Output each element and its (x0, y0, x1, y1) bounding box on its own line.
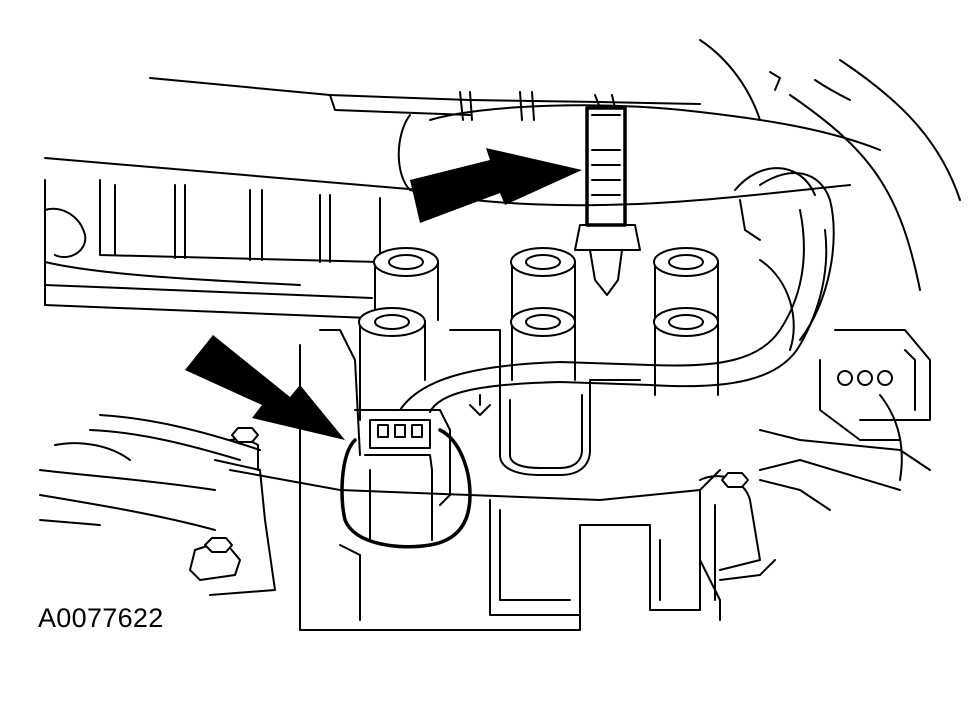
mounting-bracket (39, 414, 276, 596)
coil-electrical-connector (340, 409, 472, 549)
wiring-harness (734, 167, 931, 491)
wire-loom (399, 209, 828, 413)
intake-housing (44, 77, 701, 321)
arrow-to-connector-icon (185, 335, 345, 440)
coil-pack-base (229, 329, 721, 631)
arrow-to-clip-icon (410, 148, 582, 223)
right-bracket (699, 472, 831, 621)
callout-arrows (185, 148, 582, 440)
coil-towers (358, 247, 719, 421)
retaining-clip (574, 94, 641, 296)
coil-channel (449, 329, 641, 476)
figure-id-label: A0077622 (38, 603, 164, 633)
